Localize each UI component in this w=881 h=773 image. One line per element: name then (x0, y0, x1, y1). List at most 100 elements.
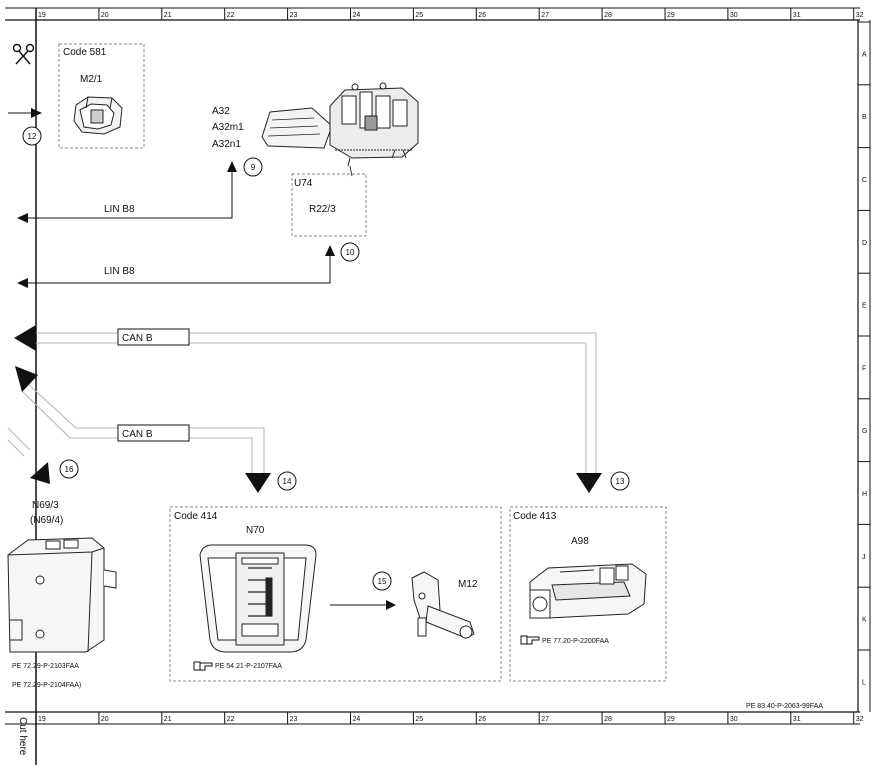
can-b-label-2: CAN B (122, 429, 153, 440)
ruler-column-label: 32 (856, 12, 864, 19)
callout-16: 16 (59, 459, 79, 479)
ruler-column-label: 20 (101, 12, 109, 19)
n69-ref-2: PE 72.29-P-2104FAA) (12, 682, 81, 689)
ruler-column-label: 23 (290, 716, 298, 723)
can-arrow-left-1 (14, 325, 36, 351)
ruler-row-label: G (862, 428, 867, 435)
ruler-column-label: 30 (730, 12, 738, 19)
ruler-row-label: A (862, 51, 867, 58)
callout-9: 9 (243, 157, 263, 177)
ruler-row-label: H (862, 491, 867, 498)
ruler-column-label: 32 (856, 716, 864, 723)
lin-b8-label-1: LIN B8 (104, 204, 135, 215)
ruler-column-label: 20 (101, 716, 109, 723)
ruler-column-label: 25 (415, 716, 423, 723)
hand-pointer-icon (193, 661, 213, 671)
n69-3-label: N69/3 (32, 500, 59, 511)
ruler-column-label: 21 (164, 12, 172, 19)
m2-1-component-drawing (73, 96, 123, 135)
ruler-column-label: 30 (730, 716, 738, 723)
can-arrow-down-13 (576, 473, 602, 493)
u74-label: U74 (294, 178, 313, 189)
svg-text:13: 13 (616, 477, 625, 486)
svg-text:10: 10 (346, 248, 355, 257)
n69-4-label: (N69/4) (30, 515, 63, 526)
code-581-box (58, 43, 145, 149)
can-b-label-box-2 (117, 424, 190, 442)
ruler-column-label: 26 (478, 12, 486, 19)
lin-arrow-left-2 (17, 278, 28, 288)
n70-component-drawing (199, 544, 317, 653)
m2-1-label: M2/1 (80, 74, 103, 85)
ruler-column-label: 21 (164, 716, 172, 723)
arrow-16 (30, 462, 50, 484)
ruler-row-label: K (862, 617, 867, 624)
ruler-row-label: L (862, 679, 866, 686)
lin-b8-line-1 (26, 170, 233, 219)
hand-pointer-icon-2 (520, 635, 540, 645)
can-b-bus-1 (36, 332, 597, 473)
svg-text:16: 16 (65, 465, 74, 474)
a32-component-drawing (261, 82, 419, 167)
r22-3-label: R22/3 (309, 204, 336, 215)
ruler-column-label: 24 (353, 12, 361, 19)
svg-text:15: 15 (378, 577, 387, 586)
callout-13: 13 (610, 471, 630, 491)
u74-lead (349, 165, 353, 177)
lin-arrow-up-1 (227, 161, 237, 172)
lin-b8-line-2 (26, 254, 331, 284)
svg-text:9: 9 (251, 163, 256, 172)
code-413-label: Code 413 (513, 511, 557, 522)
ruler-row-label: E (862, 303, 867, 310)
code-414-label: Code 414 (174, 511, 218, 522)
ruler-column-label: 19 (38, 716, 46, 723)
n70-ref: PE 54.21-P-2107FAA (215, 663, 282, 670)
ruler-column-label: 19 (38, 12, 46, 19)
ruler-column-label: 22 (227, 716, 235, 723)
ruler-row-label: J (862, 554, 866, 561)
arrow-15 (386, 600, 396, 610)
ruler-column-label: 26 (478, 716, 486, 723)
ruler-row-label: D (862, 240, 867, 247)
u74-box (291, 173, 367, 237)
code-413-box (509, 506, 667, 682)
ruler-column-label: 27 (541, 716, 549, 723)
document-reference: PE 83.40-P-2063-99FAA (746, 703, 823, 710)
lin-b8-label-2: LIN B8 (104, 266, 135, 277)
callout-15: 15 (372, 571, 392, 591)
code-581-label: Code 581 (63, 47, 107, 58)
ruler-column-label: 25 (415, 12, 423, 19)
code-414-box (169, 506, 502, 682)
a32n1-label: A32n1 (212, 139, 241, 150)
n69-ref-1: PE 72.29-P-2103FAA (12, 663, 79, 670)
ruler-column-label: 23 (290, 12, 298, 19)
can-b-label-1: CAN B (122, 333, 153, 344)
arrow-12 (31, 108, 42, 118)
a98-label: A98 (571, 536, 589, 547)
a98-ref: PE 77.20-P-2200FAA (542, 638, 609, 645)
m12-component-drawing (411, 571, 475, 639)
scissors-icon (12, 43, 35, 65)
ruler-row-label: B (862, 114, 867, 121)
ruler-column-label: 24 (353, 716, 361, 723)
a98-component-drawing (529, 563, 647, 619)
can-arrow-up-left-2 (15, 366, 38, 392)
a32m1-label: A32m1 (212, 122, 244, 133)
ruler-column-label: 31 (793, 716, 801, 723)
callout-12: 12 (22, 126, 42, 146)
ruler-column-label: 29 (667, 716, 675, 723)
m12-label: M12 (458, 579, 478, 590)
ruler-column-label: 31 (793, 12, 801, 19)
cut-here-label: Cut here (17, 717, 28, 756)
svg-text:14: 14 (283, 477, 292, 486)
ruler-row-label: C (862, 177, 867, 184)
a32-label: A32 (212, 106, 230, 117)
callout-10: 10 (340, 242, 360, 262)
ruler-column-label: 22 (227, 12, 235, 19)
ruler-column-label: 28 (604, 12, 612, 19)
can-b-label-box-1 (117, 328, 190, 346)
lin-arrow-left-1 (17, 213, 28, 223)
